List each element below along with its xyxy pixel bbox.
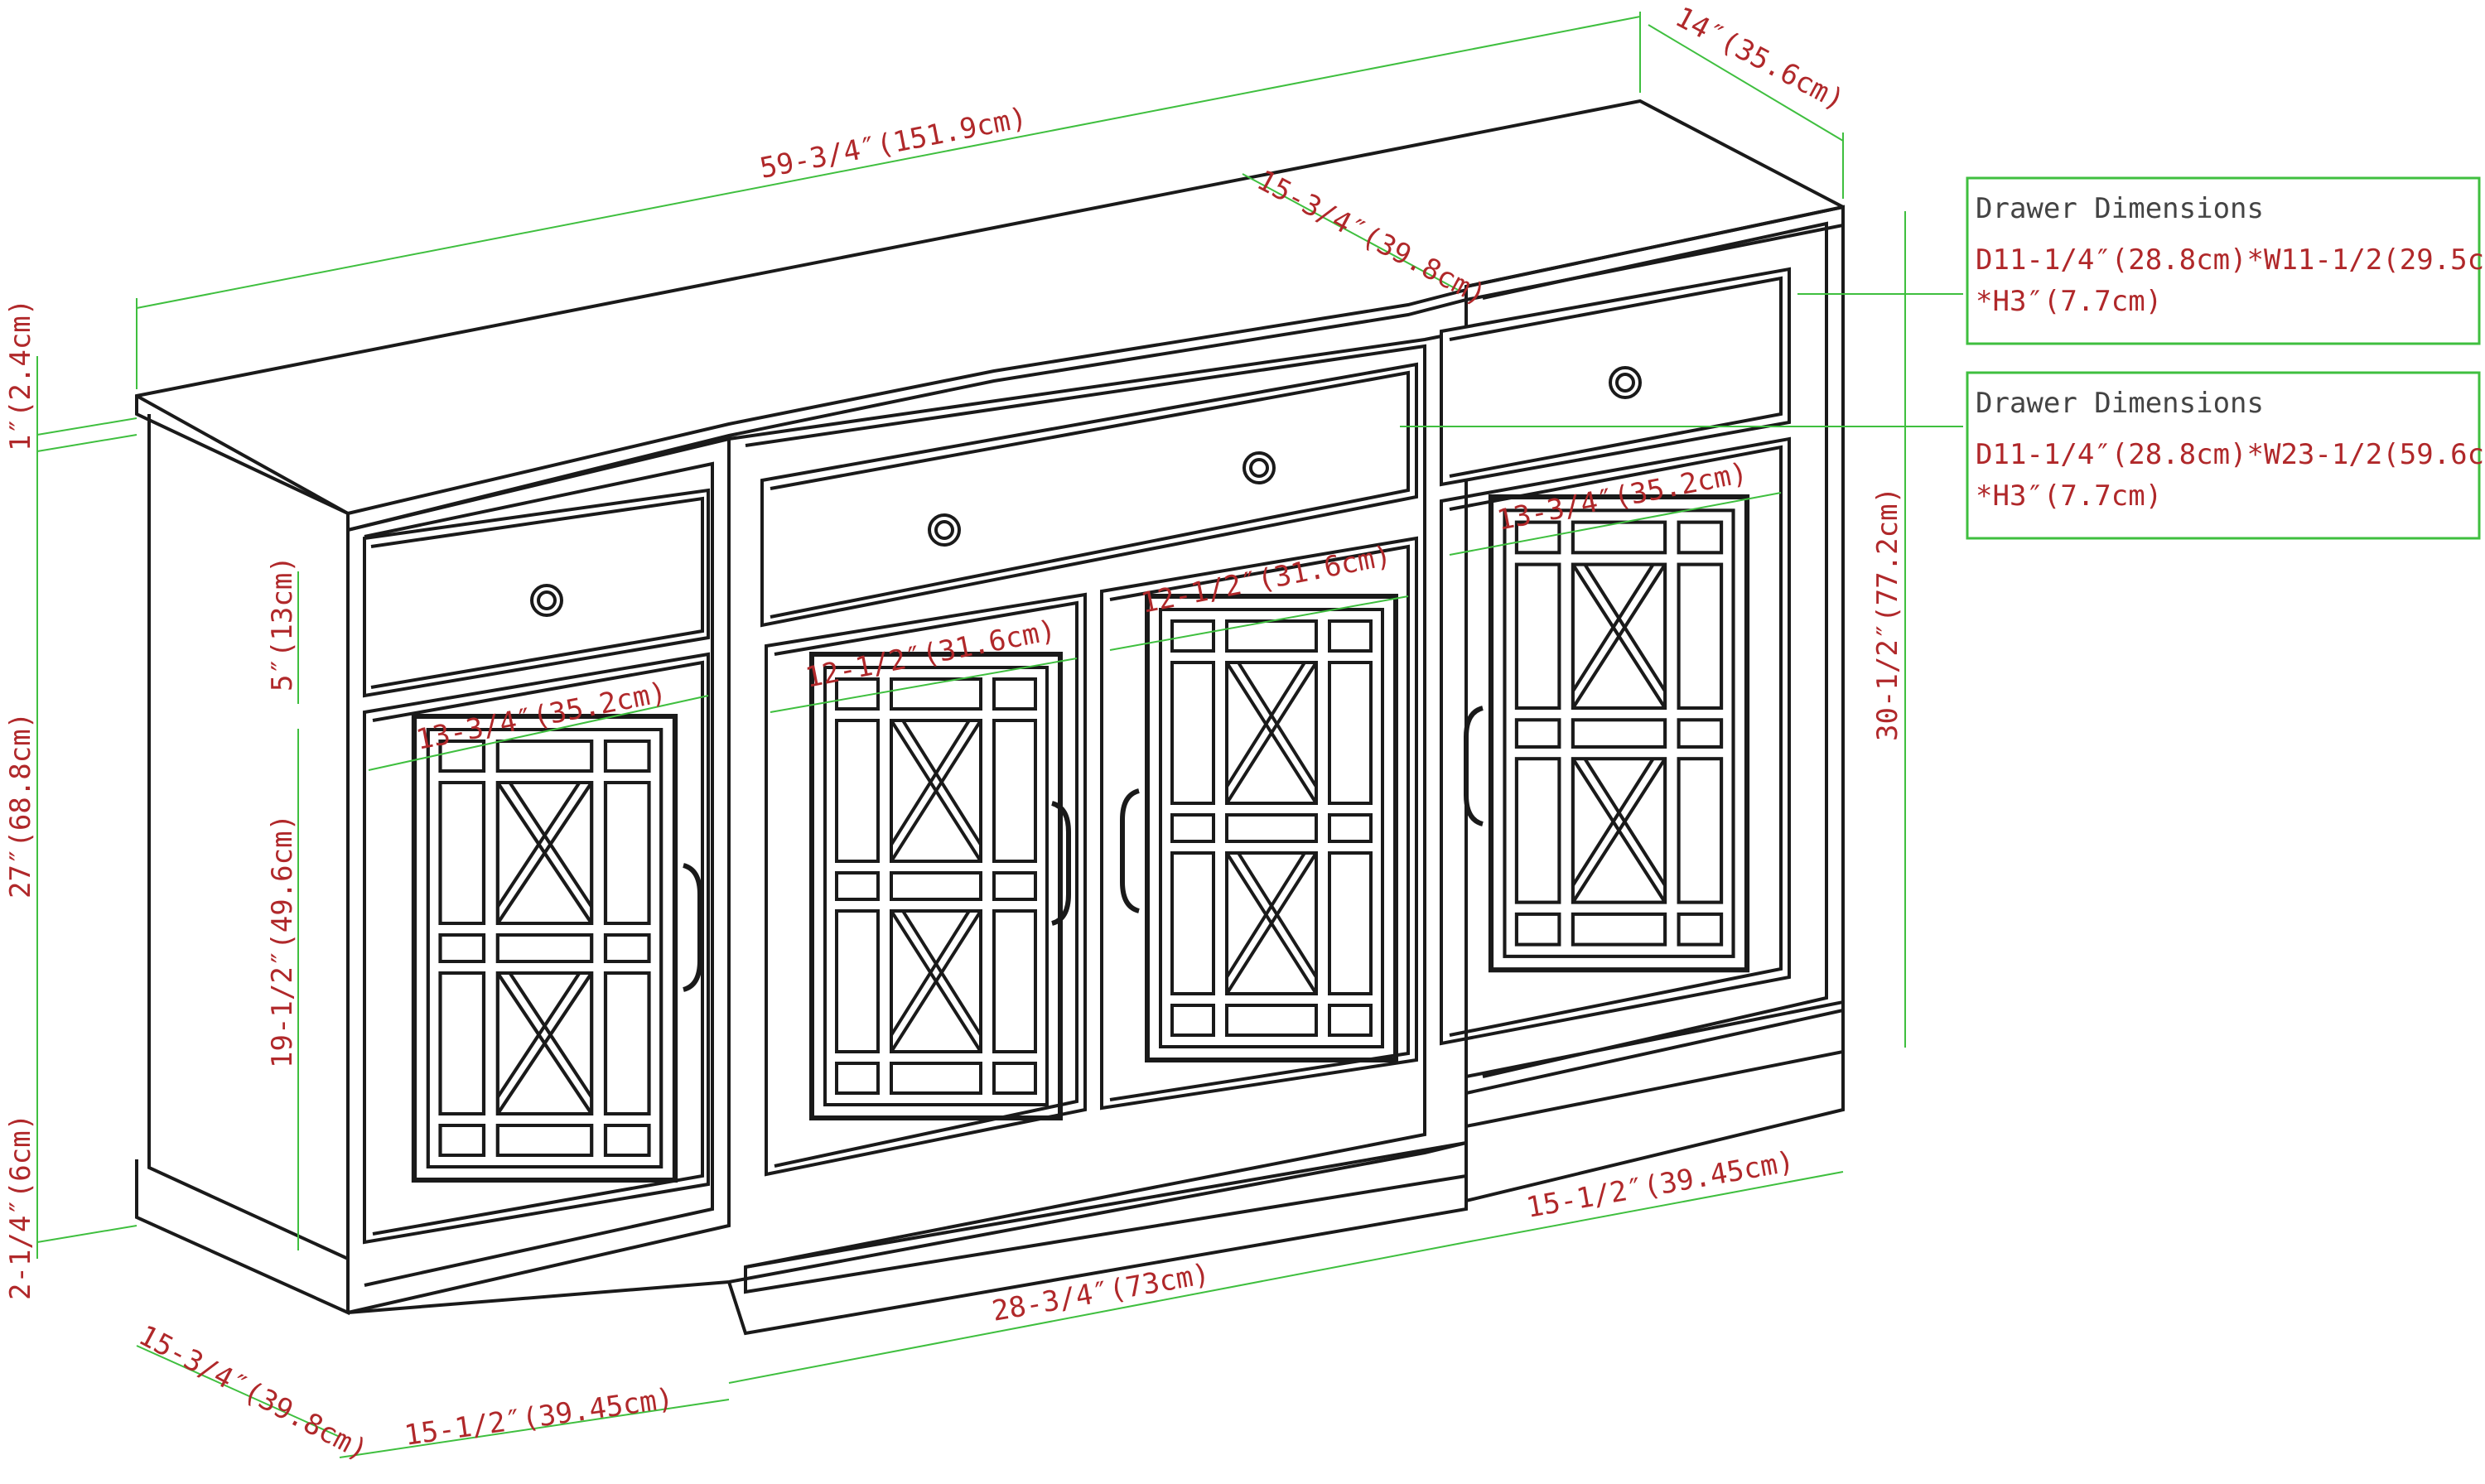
door-lattice-right bbox=[1491, 497, 1747, 970]
sideboard-outline bbox=[135, 99, 1845, 1336]
inner-height-label: 27″(68.8cm) bbox=[4, 712, 37, 899]
callout-line1: D11-1/4″(28.8cm)*W11-1/2(29.5cm) bbox=[1976, 243, 2485, 277]
drawer-callout-small: Drawer Dimensions D11-1/4″(28.8cm)*W11-1… bbox=[1966, 176, 2485, 345]
callout-title: Drawer Dimensions bbox=[1976, 387, 2264, 420]
right-section-width-label: 15-1/2″(39.45cm) bbox=[1524, 1145, 1797, 1225]
plinth-height-label: 2-1/4″(6cm) bbox=[4, 1114, 37, 1300]
side-depth-label: 15-3/4″(39.8cm) bbox=[133, 1319, 374, 1467]
overall-depth-label: 14″(35.6cm) bbox=[1670, 1, 1850, 118]
callout-line2: *H3″(7.7cm) bbox=[1976, 285, 2162, 318]
door-lattice-center-left bbox=[812, 654, 1060, 1118]
door-lattice-center-right bbox=[1147, 596, 1396, 1060]
left-drawer-knob-icon bbox=[530, 584, 563, 617]
total-height-label: 30-1/2″(77.2cm) bbox=[1871, 487, 1904, 741]
door-handles bbox=[683, 706, 1484, 992]
callout-line1: D11-1/4″(28.8cm)*W23-1/2(59.6cm) bbox=[1976, 438, 2485, 471]
callout-line2: *H3″(7.7cm) bbox=[1976, 479, 2162, 513]
door-lattice-left bbox=[414, 716, 675, 1180]
dimension-lines bbox=[36, 12, 1963, 1458]
center-section-width-label: 28-3/4″(73cm) bbox=[990, 1257, 1213, 1328]
center-drawer-knob-left-icon bbox=[928, 513, 961, 547]
right-drawer-knob-icon bbox=[1609, 366, 1642, 399]
top-thickness-label: 1″(2.4cm) bbox=[4, 299, 37, 451]
drawer-height-label: 5″(13cm) bbox=[266, 556, 299, 691]
center-drawer-knob-right-icon bbox=[1242, 451, 1276, 484]
left-section-width-label: 15-1/2″(39.45cm) bbox=[403, 1382, 676, 1453]
drawer-callout-large: Drawer Dimensions D11-1/4″(28.8cm)*W23-1… bbox=[1966, 371, 2485, 540]
door-height-label: 19-1/2″(49.6cm) bbox=[266, 814, 299, 1068]
callout-title: Drawer Dimensions bbox=[1976, 192, 2264, 225]
